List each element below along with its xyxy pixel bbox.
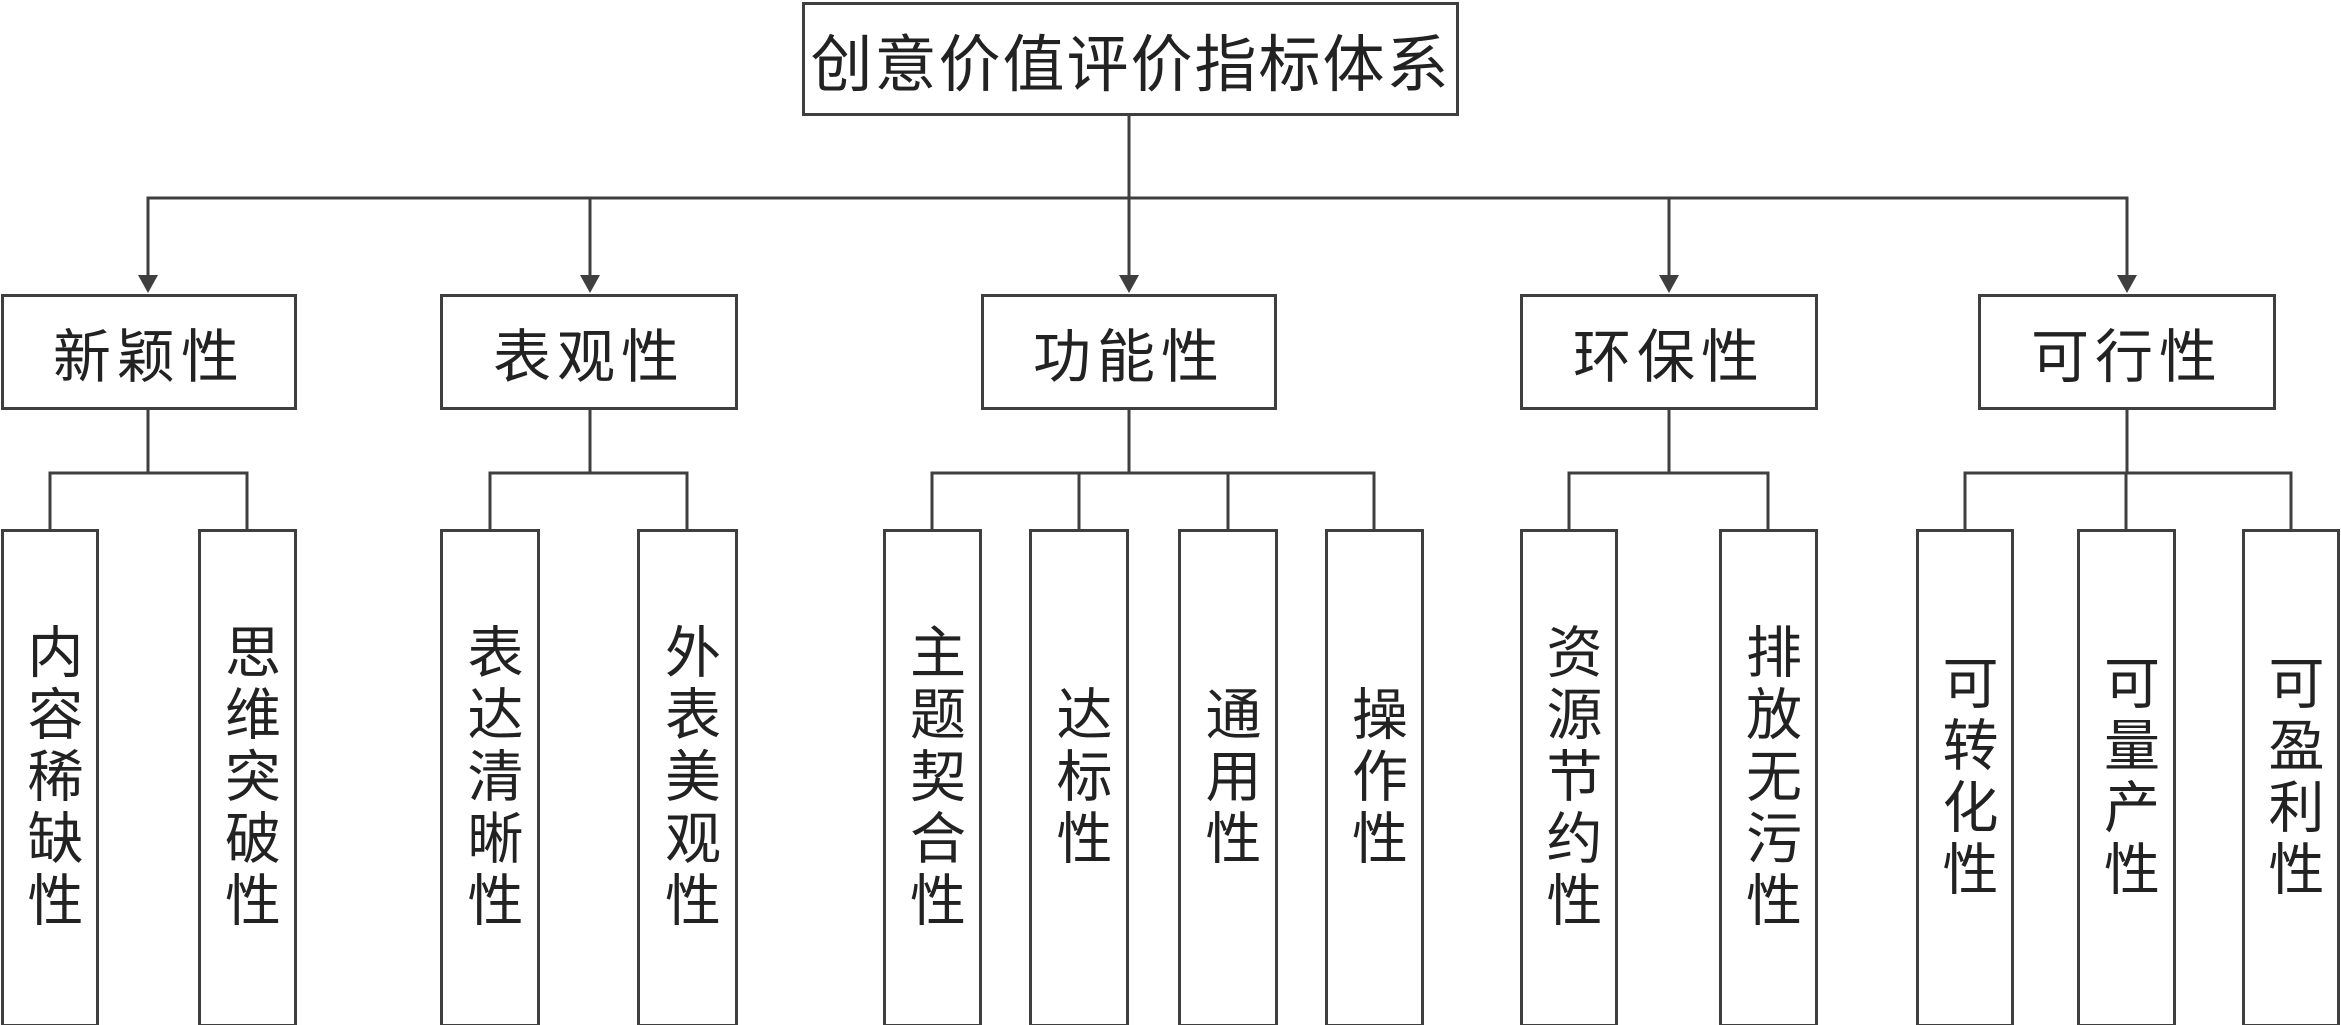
category-label: 环保性 [1572,323,1765,391]
category-node-novelty: 新颖性 [1,294,297,410]
leaf-label: 排放无污性 [1736,623,1802,933]
leaf-node: 内容稀缺性 [1,529,99,1025]
leaf-node: 表达清晰性 [440,529,540,1025]
leaf-node: 思维突破性 [198,529,297,1025]
category-label: 新颖性 [52,323,245,391]
leaf-node: 通用性 [1178,529,1278,1025]
category-label: 功能性 [1032,323,1225,391]
leaf-label: 通用性 [1196,685,1261,871]
leaf-node: 主题契合性 [883,529,982,1025]
leaf-node: 排放无污性 [1719,529,1818,1025]
leaf-node: 可转化性 [1916,529,2014,1025]
arrowhead [1659,275,1679,293]
leaf-node: 可盈利性 [2242,529,2340,1025]
arrowhead [580,275,600,293]
root-label: 创意价值评价指标体系 [810,28,1451,101]
leaf-label: 可量产性 [2094,654,2160,902]
leaf-label: 可转化性 [1933,654,1998,902]
arrowhead [2117,275,2137,293]
leaf-label: 操作性 [1342,685,1408,871]
arrowhead [1119,275,1139,293]
leaf-label: 外表美观性 [655,623,721,933]
leaf-label: 可盈利性 [2259,654,2324,902]
category-label: 表观性 [492,323,685,391]
leaf-node: 操作性 [1325,529,1424,1025]
leaf-label: 资源节约性 [1537,623,1602,933]
leaf-label: 思维突破性 [215,623,281,933]
leaf-node: 外表美观性 [637,529,738,1025]
category-node-feasibility: 可行性 [1978,294,2276,410]
leaf-label: 达标性 [1047,685,1112,871]
leaf-node: 可量产性 [2077,529,2176,1025]
category-node-appearance: 表观性 [440,294,738,410]
category-node-functionality: 功能性 [981,294,1277,410]
leaf-label: 内容稀缺性 [18,623,83,933]
leaf-node: 资源节约性 [1520,529,1618,1025]
arrowhead [138,275,158,293]
leaf-label: 主题契合性 [900,623,966,933]
root-node: 创意价值评价指标体系 [802,2,1459,116]
leaf-label: 表达清晰性 [458,623,523,933]
leaf-node: 达标性 [1029,529,1129,1025]
category-label: 可行性 [2030,323,2223,391]
category-node-environmental: 环保性 [1520,294,1818,410]
